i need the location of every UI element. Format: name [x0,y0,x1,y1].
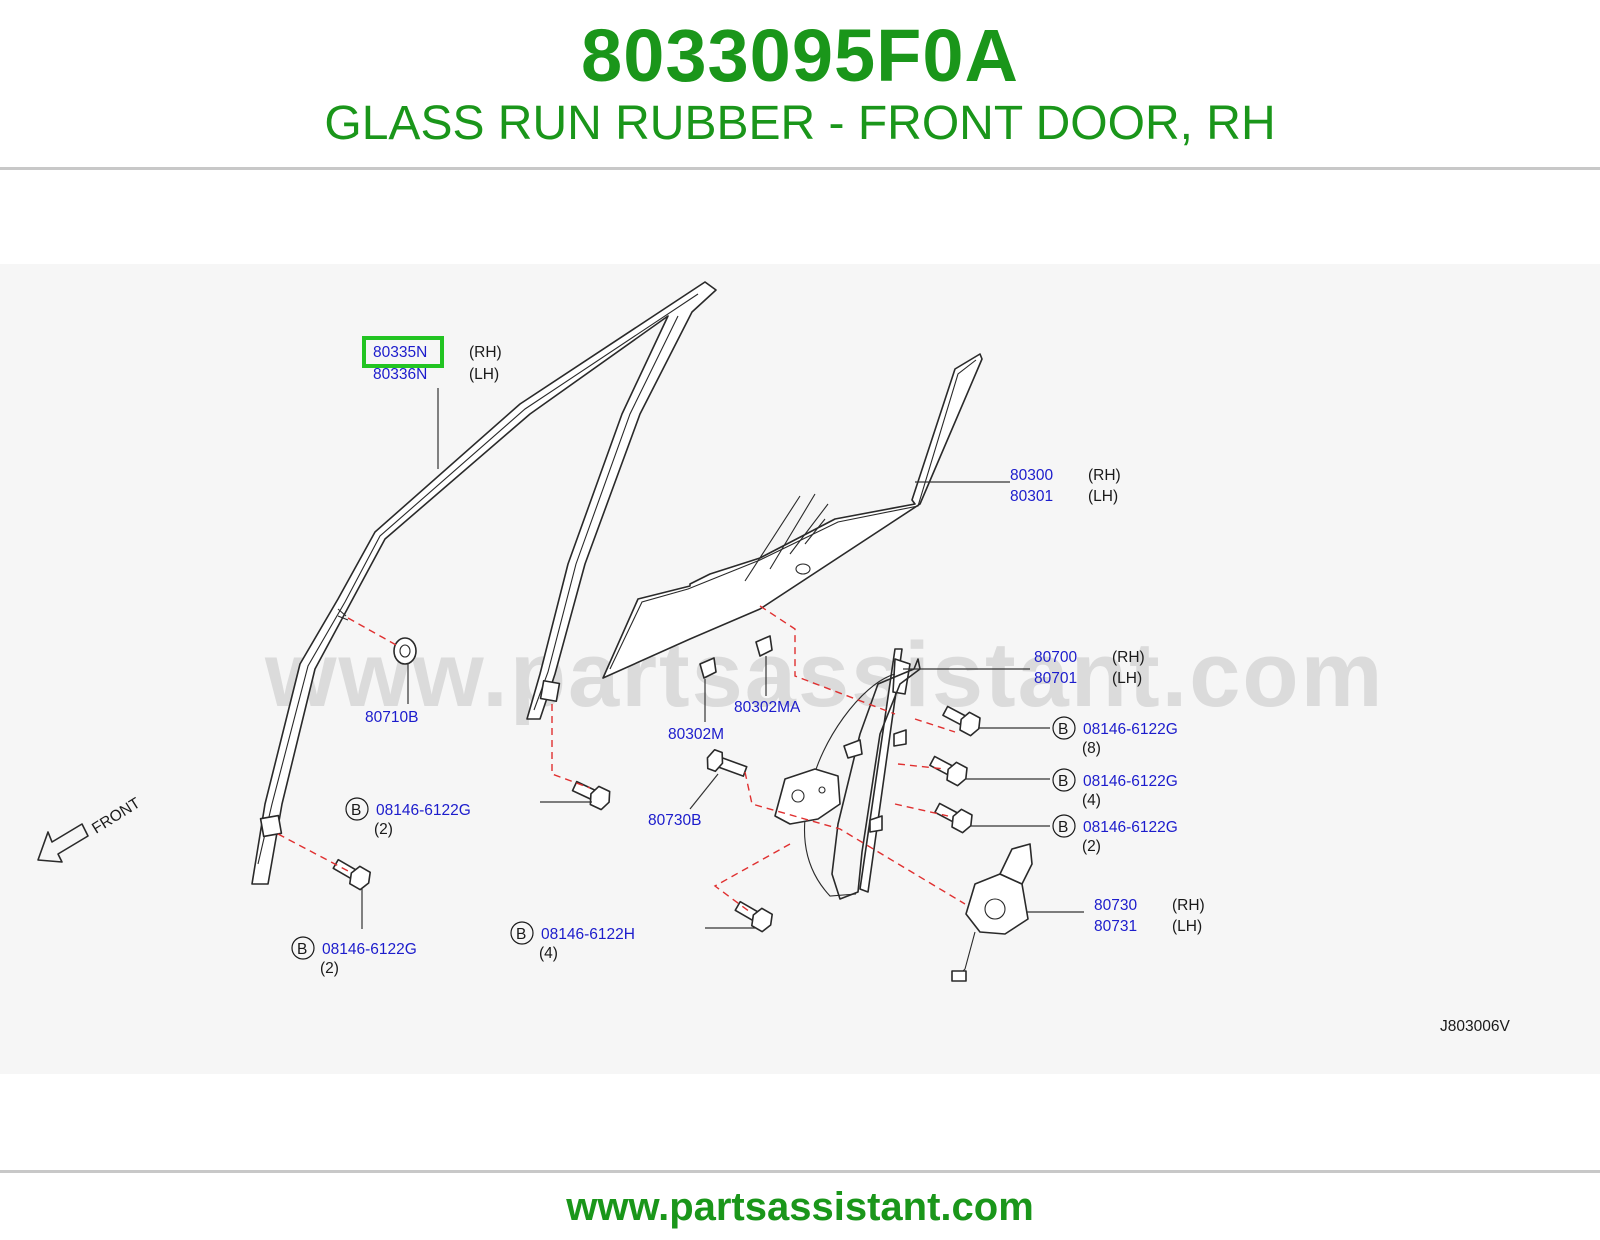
part-link-80335n[interactable]: 80335N [373,344,427,361]
bolt-symbol-circle [345,797,369,821]
bolt-symbol-circle [1052,814,1076,838]
side-lh-label: (LH) [1112,670,1142,687]
bolt-quantity: (2) [320,960,339,977]
bolt-symbol-circle [510,921,534,945]
part-link-80300[interactable]: 80300 [1010,467,1053,484]
part-link-08146-6122g[interactable]: 08146-6122G [1083,773,1178,790]
highlighted-part-box [362,336,444,368]
bolt-symbol-label: B [1058,773,1068,790]
parts-diagram-panel: www.partsassistant.com [0,264,1600,1074]
window-regulator-drawing [774,648,921,900]
part-link-80730b[interactable]: 80730B [648,812,701,829]
part-link-80701[interactable]: 80701 [1034,670,1077,687]
bolt-symbol-circle [1052,716,1076,740]
leader-lines [361,388,1084,929]
regulator-motor-drawing [951,843,1033,982]
watermark-text: www.partsassistant.com [264,624,1384,726]
front-label: FRONT [89,794,144,837]
bolt-symbol-circle [1052,768,1076,792]
bolt-quantity: (2) [1082,838,1101,855]
bolt-symbol-label: B [351,802,361,819]
bolt-symbol-label: B [297,941,307,958]
side-lh-label: (LH) [469,366,499,383]
part-link-80700[interactable]: 80700 [1034,649,1077,666]
bolt-quantity: (4) [539,945,558,962]
side-rh-label: (RH) [469,344,502,361]
part-link-80731[interactable]: 80731 [1094,918,1137,935]
footer-divider [0,1170,1600,1173]
glass-run-rubber-drawing [251,281,717,885]
part-link-08146-6122g[interactable]: 08146-6122G [376,802,471,819]
header-divider [0,167,1600,170]
side-rh-label: (RH) [1088,467,1121,484]
bolt-quantity: (2) [374,821,393,838]
footer-url[interactable]: www.partsassistant.com [566,1185,1034,1229]
side-rh-label: (RH) [1112,649,1145,666]
bolt-symbol-label: B [516,926,526,943]
diagram-code: J803006V [1440,1018,1510,1035]
part-link-80710b[interactable]: 80710B [365,709,418,726]
front-direction-arrow: FRONT [37,794,144,863]
part-link-08146-6122g[interactable]: 08146-6122G [322,941,417,958]
door-glass-drawing [602,353,983,679]
bolt-symbol-label: B [1058,819,1068,836]
glass-holder-drawings [699,635,773,679]
part-link-08146-6122h[interactable]: 08146-6122H [541,926,635,943]
side-lh-label: (LH) [1088,488,1118,505]
part-name-subtitle: GLASS RUN RUBBER - FRONT DOOR, RH [324,97,1276,150]
bolt-quantity: (4) [1082,792,1101,809]
bolt-symbol-circle [291,936,315,960]
bolt-symbol-label: B [1058,721,1068,738]
part-link-08146-6122g[interactable]: 08146-6122G [1083,721,1178,738]
part-link-80336n[interactable]: 80336N [373,366,427,383]
parts-diagram: www.partsassistant.com [37,281,1510,1035]
bolt-quantity: (8) [1082,740,1101,757]
assembly-guide-lines [277,605,966,913]
part-link-80730[interactable]: 80730 [1094,897,1137,914]
part-link-80302ma[interactable]: 80302MA [734,699,801,716]
side-rh-label: (RH) [1172,897,1205,914]
part-link-08146-6122g[interactable]: 08146-6122G [1083,819,1178,836]
side-lh-label: (LH) [1172,918,1202,935]
part-link-80302m[interactable]: 80302M [668,726,724,743]
grommet-drawing [393,637,417,665]
part-number-title: 8033095F0A [581,14,1019,97]
part-link-80301[interactable]: 80301 [1010,488,1053,505]
